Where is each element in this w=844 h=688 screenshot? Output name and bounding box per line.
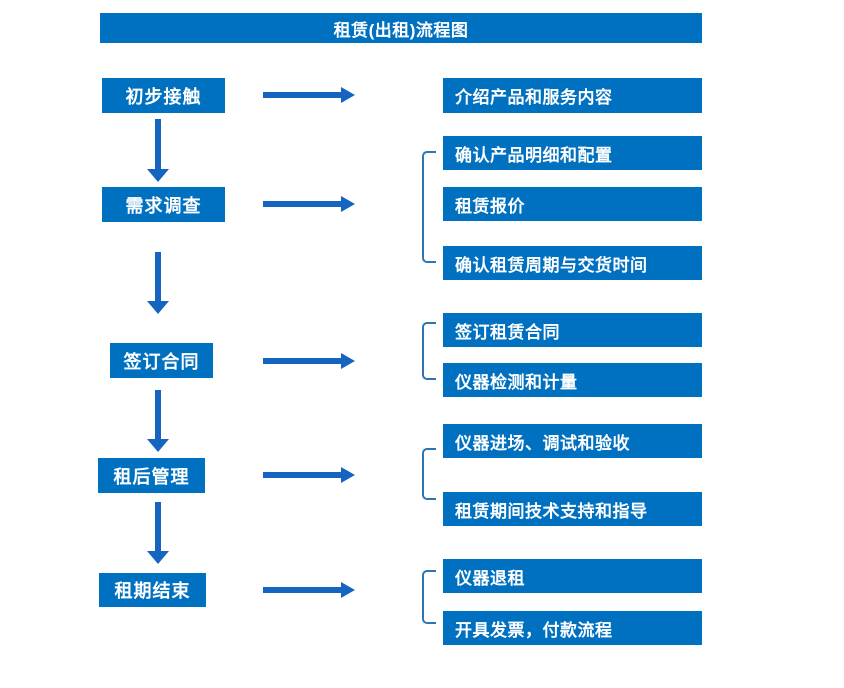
detail-box-instrument-return: 仪器退租 [443,559,702,593]
step-box-initial-contact: 初步接触 [102,78,225,113]
down-arrow-icon [147,252,169,314]
right-arrow-icon [263,467,355,483]
step-box-demand-survey: 需求调查 [102,187,225,222]
right-arrow-icon [263,196,355,212]
detail-box-instrument-testing: 仪器检测和计量 [443,363,702,397]
detail-box-invoice-payment: 开具发票，付款流程 [443,611,702,645]
right-arrow-icon [263,353,355,369]
down-arrow-icon [147,119,169,182]
flowchart-title: 租赁(出租)流程图 [100,13,702,43]
right-arrow-icon [263,87,355,103]
group-bracket-icon [422,151,436,263]
right-arrow-icon [263,582,355,598]
step-box-rental-end: 租期结束 [99,573,206,607]
step-box-post-rental-management: 租后管理 [98,458,205,493]
detail-box-confirm-rental-period: 确认租赁周期与交货时间 [443,246,702,280]
step-box-sign-contract: 签订合同 [110,343,213,378]
group-bracket-icon [422,570,436,624]
group-bracket-icon [422,448,436,500]
down-arrow-icon [147,502,169,564]
detail-box-sign-rental-contract: 签订租赁合同 [443,313,702,347]
group-bracket-icon [422,322,436,380]
detail-box-technical-support: 租赁期间技术支持和指导 [443,492,702,526]
detail-box-rental-quote: 租赁报价 [443,187,702,221]
detail-box-introduce-products: 介绍产品和服务内容 [443,78,702,113]
down-arrow-icon [147,390,169,452]
detail-box-confirm-product-details: 确认产品明细和配置 [443,136,702,170]
detail-box-instrument-entry-debug: 仪器进场、调试和验收 [443,424,702,458]
